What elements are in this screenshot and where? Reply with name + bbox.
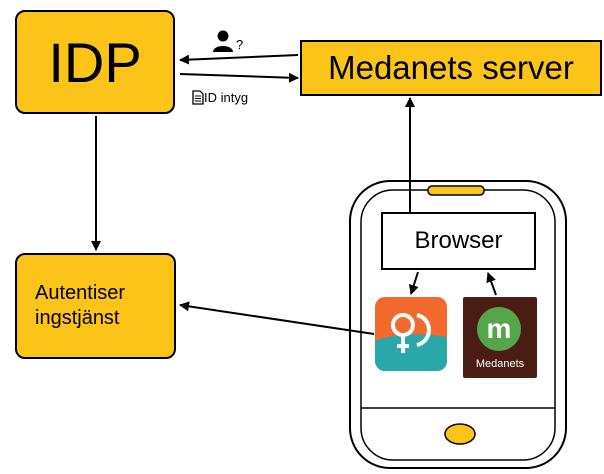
id-claim-label: ID intyg	[192, 90, 248, 105]
auth-label-line1: Autentiser	[35, 282, 126, 304]
medanets-app-label: Medanets	[475, 358, 525, 370]
medanets-logo-letter: m	[486, 313, 512, 344]
browser-node: Browser	[381, 212, 536, 270]
id-claim-text: ID intyg	[204, 90, 249, 105]
user-icon	[213, 30, 233, 52]
browser-label: Browser	[414, 227, 503, 254]
phone-home-button	[444, 423, 476, 445]
phone	[349, 180, 567, 469]
auth-label-line2: ingstjänst	[35, 307, 120, 329]
medanets-app-icon[interactable]: m Medanets	[463, 297, 537, 378]
authentication-service-node: Autentiser ingstjänst	[15, 253, 176, 359]
idp-label: IDP	[48, 30, 142, 94]
idp-node: IDP	[15, 10, 175, 114]
arrow-bankid-to-auth	[179, 301, 375, 335]
arrow-browser-to-bankid	[408, 271, 419, 295]
medanets-server-node: Medanets server	[300, 40, 602, 96]
user-query-label: ?	[212, 30, 243, 52]
document-icon	[192, 90, 204, 105]
bankid-app-graphic	[375, 297, 447, 371]
arrow-medanets-to-browser	[486, 272, 497, 296]
phone-speaker	[427, 185, 485, 196]
user-query-text: ?	[236, 37, 244, 52]
server-label: Medanets server	[328, 49, 574, 86]
bankid-app-icon[interactable]	[375, 297, 447, 371]
phone-outer-frame	[349, 180, 567, 469]
arrow-idp-to-server	[179, 72, 299, 83]
arrow-server-to-idp	[179, 54, 299, 65]
medanets-logo-icon: m	[477, 307, 521, 351]
